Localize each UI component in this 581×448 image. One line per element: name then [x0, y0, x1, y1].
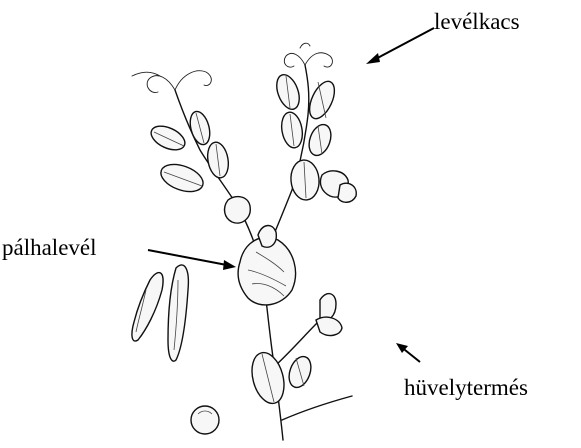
stipule-upper [258, 226, 276, 248]
flower [320, 294, 336, 320]
tendril-left [132, 71, 211, 93]
label-pod: hüvelytermés [404, 376, 528, 399]
arrow-pod [396, 343, 420, 362]
leaflet [147, 121, 188, 154]
leaflet [157, 159, 207, 197]
arrow-tendril [366, 28, 434, 64]
tendril-right [284, 43, 332, 67]
flower [338, 183, 356, 202]
pea-seed [191, 406, 219, 434]
lower-right-branch [276, 322, 352, 420]
flower [225, 197, 251, 223]
pea-pod [168, 265, 188, 361]
arrow-stipule [148, 250, 236, 270]
label-stipule: pálhalevél [2, 236, 97, 259]
label-tendril: levélkacs [434, 10, 520, 33]
flower [316, 317, 342, 335]
